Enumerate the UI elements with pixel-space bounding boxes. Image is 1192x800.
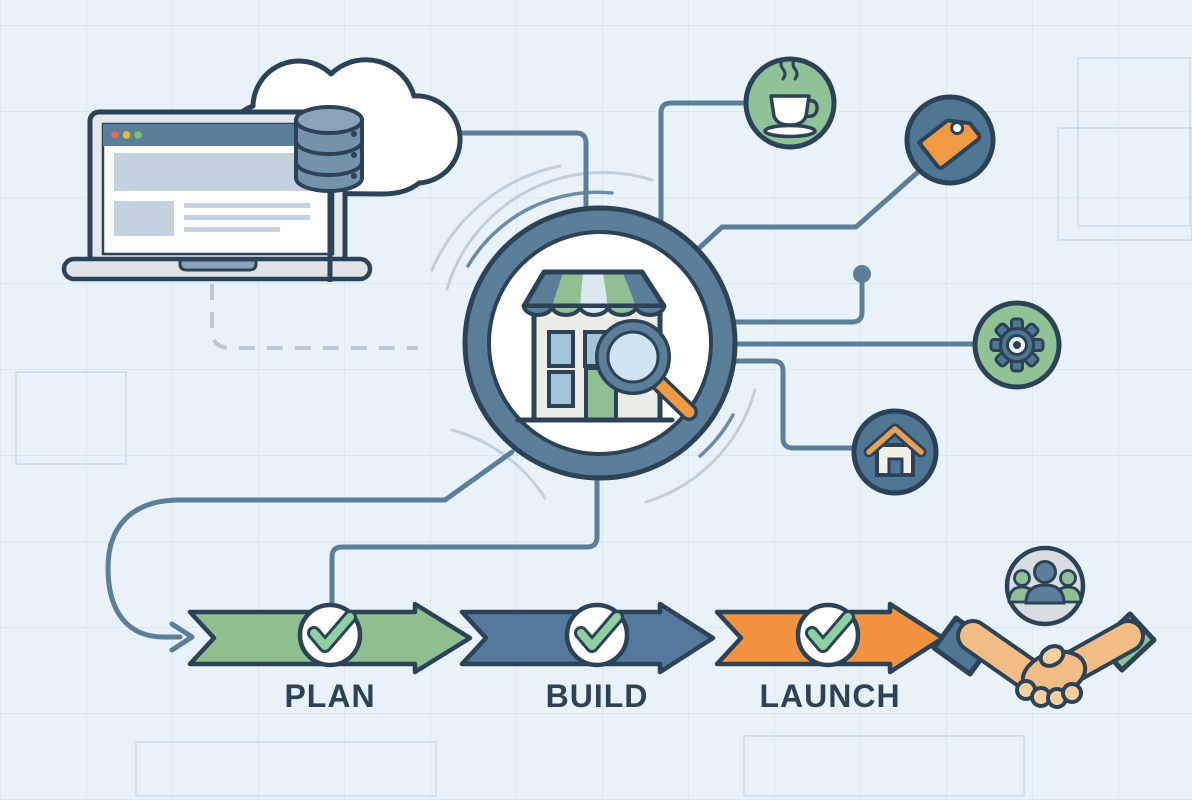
browser-dot-green: [134, 131, 142, 139]
laptop-notch: [178, 258, 258, 272]
price-tag-icon: [917, 118, 982, 170]
build-label: BUILD: [545, 678, 649, 714]
webpage-thumb-block: [114, 201, 174, 236]
checkmark-icon: [564, 602, 630, 668]
home-icon: [863, 423, 927, 477]
connectors: [105, 100, 977, 653]
database-icon: [294, 105, 364, 282]
handshake-icon: [931, 611, 1157, 709]
magnifier-icon: [595, 319, 698, 421]
connector-hub-dot: [730, 281, 865, 325]
launch-label: LAUNCH: [759, 678, 901, 714]
coffee-cup-icon: [763, 57, 819, 139]
connector-hub-plan-check: [329, 475, 600, 605]
connector-cloud-hub: [428, 130, 589, 215]
webpage-text-line: [184, 227, 280, 232]
connector-hub-coffee: [658, 100, 747, 229]
webpage-text-line: [184, 215, 310, 220]
background-decor: [15, 57, 1192, 797]
connector-endpoint-dot: [853, 265, 871, 283]
price-tag-node: [904, 94, 996, 186]
webpage-text-line: [184, 203, 310, 208]
team-node: [1004, 545, 1086, 627]
browser-dot-yellow: [122, 131, 131, 139]
webpage-hero-block: [114, 153, 320, 191]
browser-bar: [103, 124, 333, 146]
checkmark-icon: [795, 602, 861, 668]
connector-hub-tag: [694, 169, 921, 253]
connector-laptop-dashed: [210, 284, 418, 350]
browser-dot-red: [111, 131, 119, 139]
store-window: [547, 370, 575, 408]
coffee-node: [743, 56, 837, 150]
plan-label: PLAN: [284, 678, 376, 714]
gear-icon: [989, 317, 1045, 373]
connector-curve-arrowhead: [169, 621, 195, 653]
gear-node: [972, 300, 1062, 390]
connector-hub-home: [731, 358, 855, 451]
step-check-badges: [297, 602, 861, 668]
storefront-magnifier-icon: [515, 269, 698, 423]
team-icon: [1007, 560, 1083, 605]
connector-hub-plan-curve: [105, 449, 515, 640]
checkmark-icon: [297, 602, 363, 668]
laptop-icon: [61, 109, 373, 282]
home-node: [851, 408, 939, 496]
store-window: [547, 330, 575, 368]
